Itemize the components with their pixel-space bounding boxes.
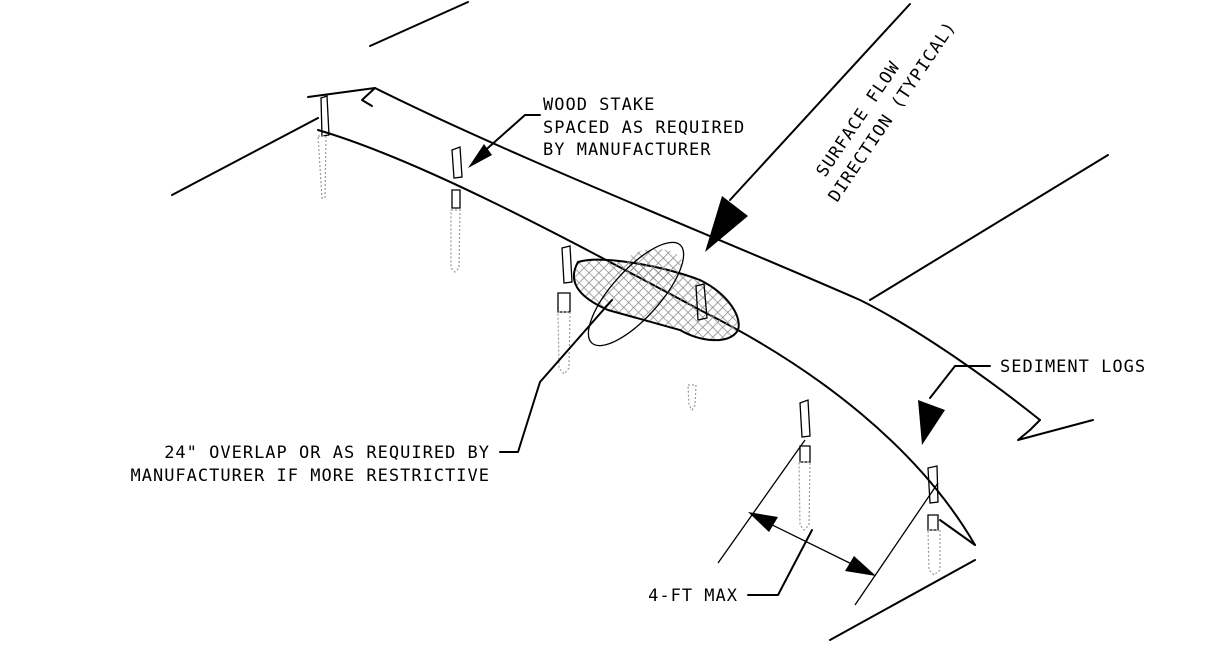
svg-text:SPACED AS REQUIRED: SPACED AS REQUIRED bbox=[543, 118, 745, 138]
stake-4 bbox=[687, 283, 708, 412]
stake-5 bbox=[798, 399, 811, 531]
sediment-logs-leader bbox=[918, 365, 991, 445]
overlap-leader bbox=[499, 299, 613, 453]
svg-text:BY MANUFACTURER: BY MANUFACTURER bbox=[543, 140, 712, 160]
ground-lines bbox=[171, 1, 1109, 641]
overlap-label: 24" OVERLAP OR AS REQUIRED BY MANUFACTUR… bbox=[130, 443, 490, 486]
stake-1 bbox=[317, 95, 330, 199]
spacing-label: 4-FT MAX bbox=[648, 586, 738, 606]
sediment-logs-label: SEDIMENT LOGS bbox=[1000, 357, 1146, 377]
stake-6 bbox=[927, 465, 941, 576]
overlap-ellipse bbox=[587, 241, 685, 347]
overlap-log bbox=[572, 248, 740, 342]
svg-text:MANUFACTURER IF MORE RESTRICTI: MANUFACTURER IF MORE RESTRICTIVE bbox=[130, 466, 490, 486]
svg-text:DIRECTION (TYPICAL): DIRECTION (TYPICAL) bbox=[825, 18, 961, 206]
spacing-dimension bbox=[717, 439, 939, 606]
wood-stake-label: WOOD STAKE SPACED AS REQUIRED BY MANUFAC… bbox=[543, 95, 745, 160]
stake-2 bbox=[450, 146, 463, 273]
svg-text:24" OVERLAP OR AS REQUIRED BY: 24" OVERLAP OR AS REQUIRED BY bbox=[164, 443, 490, 463]
flow-arrow bbox=[705, 3, 911, 252]
stake-3 bbox=[557, 245, 573, 375]
svg-text:WOOD STAKE: WOOD STAKE bbox=[543, 95, 655, 115]
wood-stake-leader bbox=[468, 114, 541, 168]
